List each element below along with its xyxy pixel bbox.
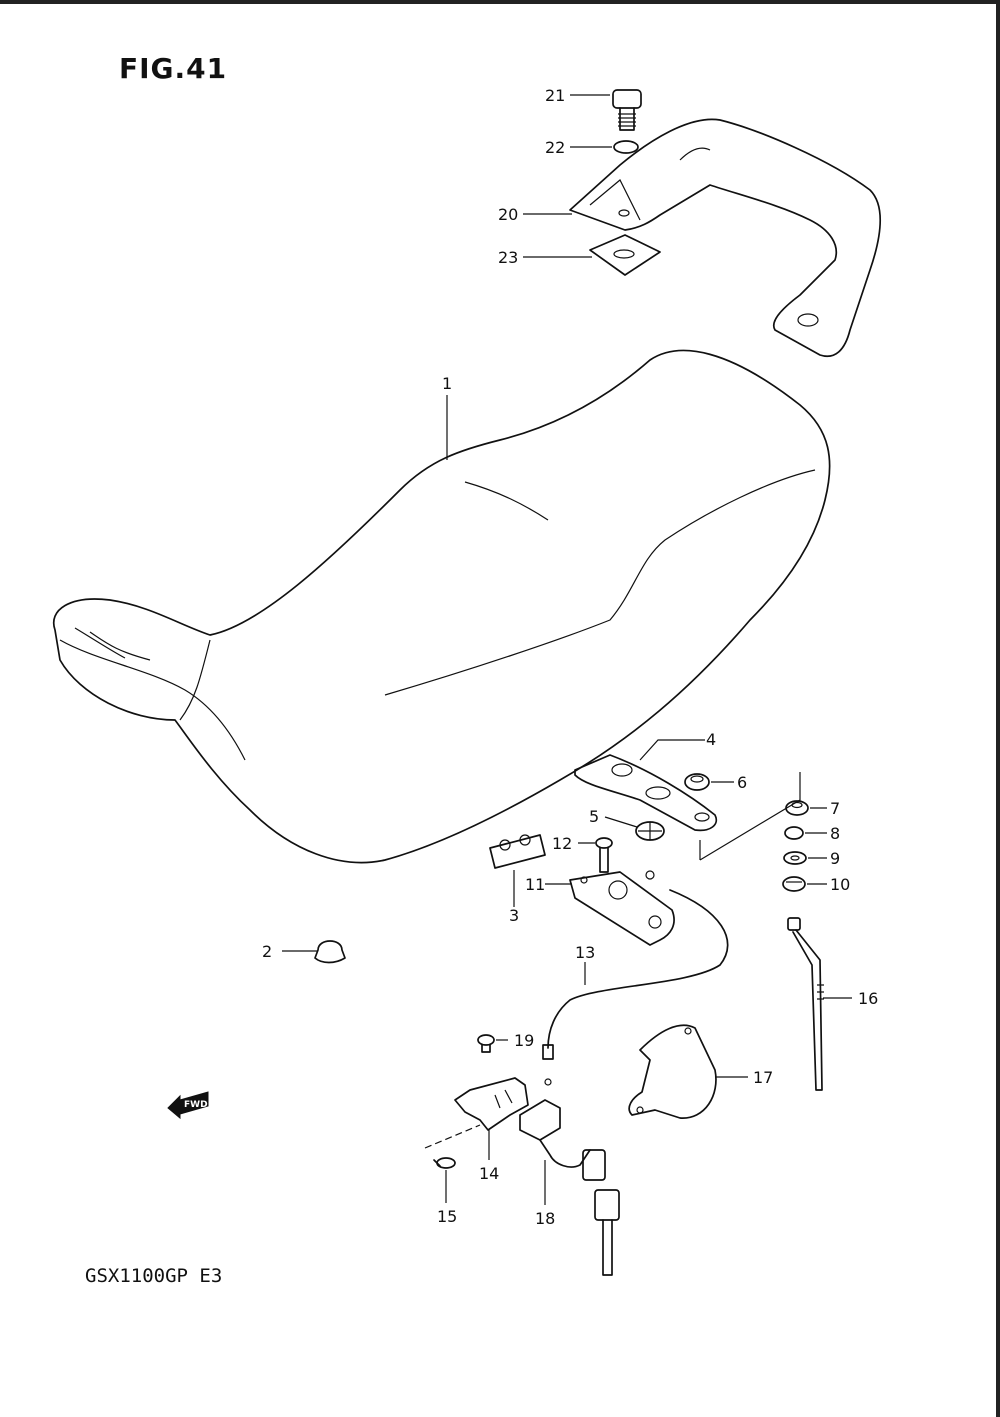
part-8-drawing bbox=[784, 826, 804, 840]
callout-16: 16 bbox=[858, 989, 878, 1008]
screw-15-drawing bbox=[433, 1157, 456, 1169]
grab-rail-drawing bbox=[569, 118, 881, 358]
fwd-label: FWD bbox=[184, 1100, 208, 1110]
callout-12: 12 bbox=[552, 834, 572, 853]
callout-18: 18 bbox=[535, 1209, 555, 1228]
washer-22-drawing bbox=[613, 140, 639, 154]
callout-11: 11 bbox=[525, 875, 545, 894]
cushion-5-drawing bbox=[635, 821, 665, 841]
part-7-drawing bbox=[785, 800, 809, 816]
callout-2: 2 bbox=[262, 942, 272, 961]
seat-lock-11-drawing bbox=[569, 870, 675, 946]
seat-drawing bbox=[52, 349, 831, 864]
figure-title: FIG.41 bbox=[119, 52, 228, 85]
callout-3: 3 bbox=[509, 906, 519, 925]
callout-13: 13 bbox=[575, 943, 595, 962]
part-10-drawing bbox=[782, 876, 806, 892]
assembly-guide-dashed bbox=[424, 1124, 481, 1149]
callout-labels: 1 2 3 4 5 6 7 8 9 10 11 12 13 14 15 16 1… bbox=[262, 86, 878, 1228]
callout-20: 20 bbox=[498, 205, 518, 224]
callout-leaders bbox=[282, 94, 852, 1205]
forward-direction-arrow-icon: FWD bbox=[167, 1091, 209, 1120]
part-2-drawing bbox=[314, 940, 346, 964]
stopper-3-drawing bbox=[489, 834, 546, 869]
assembly-guide-line bbox=[699, 772, 801, 861]
helmet-holder-17-drawing bbox=[628, 1024, 717, 1119]
lock-set-18-drawing bbox=[519, 1099, 620, 1276]
callout-7: 7 bbox=[830, 799, 840, 818]
callout-21: 21 bbox=[545, 86, 565, 105]
plate-23-drawing bbox=[589, 234, 661, 276]
callout-17: 17 bbox=[753, 1068, 773, 1087]
bolt-21-drawing bbox=[612, 89, 642, 131]
callout-15: 15 bbox=[437, 1207, 457, 1226]
callout-19: 19 bbox=[514, 1031, 534, 1050]
grommet-6-drawing bbox=[684, 773, 710, 791]
seat-lock-cable-13-drawing bbox=[547, 889, 729, 1049]
callout-9: 9 bbox=[830, 849, 840, 868]
model-code-label: GSX1100GP E3 bbox=[85, 1265, 223, 1287]
cable-clip bbox=[544, 1078, 552, 1086]
callout-4: 4 bbox=[706, 730, 716, 749]
screw-12-drawing bbox=[595, 837, 613, 873]
callout-5: 5 bbox=[589, 807, 599, 826]
callout-14: 14 bbox=[479, 1164, 499, 1183]
callout-6: 6 bbox=[737, 773, 747, 792]
hinge-bracket-4-drawing bbox=[574, 754, 718, 832]
callout-8: 8 bbox=[830, 824, 840, 843]
lock-bracket-14-drawing bbox=[454, 1077, 529, 1131]
callout-23: 23 bbox=[498, 248, 518, 267]
callout-22: 22 bbox=[545, 138, 565, 157]
screw-19-drawing bbox=[477, 1034, 495, 1053]
callout-1: 1 bbox=[442, 374, 452, 393]
strap-16-drawing bbox=[787, 917, 824, 1091]
cable-end-13 bbox=[542, 1044, 554, 1060]
callout-10: 10 bbox=[830, 875, 850, 894]
part-9-drawing bbox=[783, 851, 807, 865]
